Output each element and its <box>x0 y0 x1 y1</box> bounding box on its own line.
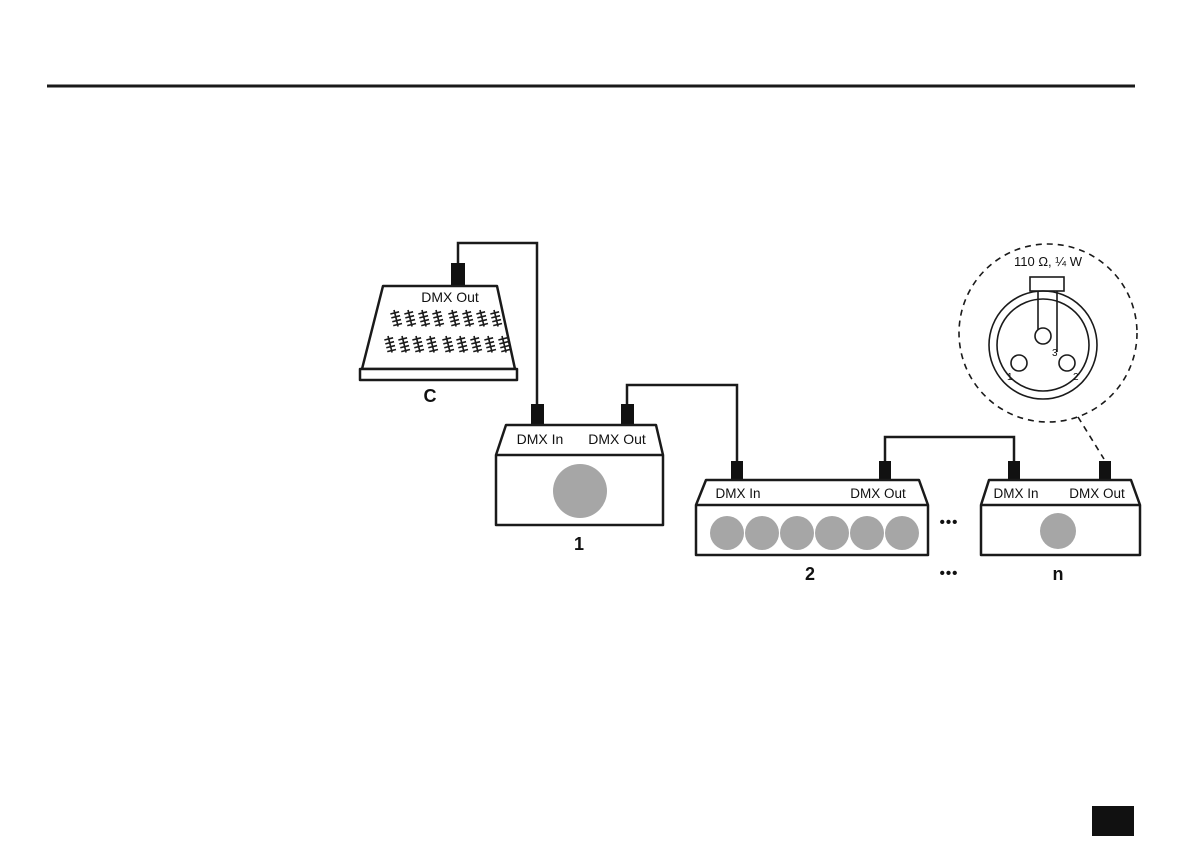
fixture2-label: 2 <box>805 564 815 584</box>
xlr-pin2-icon <box>1058 354 1076 372</box>
fixture1-lens-icon <box>553 464 607 518</box>
fixture2-lens-icons <box>710 516 919 550</box>
callout-leader-line <box>1077 416 1105 460</box>
xlr-pin3-label: 3 <box>1052 348 1058 359</box>
chain-ellipsis-bottom: ••• <box>940 565 959 582</box>
fixture1-dmx-in-connector <box>531 404 544 426</box>
fixtureN-dmx-out-label: DMX Out <box>1069 486 1125 501</box>
cable-fixture1-to-fixture2 <box>625 383 739 461</box>
fixtureN-lens-icon <box>1040 513 1076 549</box>
controller-base <box>358 367 519 382</box>
controller-dmx-out-connector <box>451 263 465 287</box>
fixtureN-dmx-in-label: DMX In <box>993 486 1038 501</box>
cable-fixture2-to-fixtureN <box>883 435 1016 461</box>
cable-controller-to-fixture1 <box>456 241 539 404</box>
fixtureN-label: n <box>1053 564 1064 584</box>
controller-label: C <box>424 386 437 406</box>
page-number-block <box>1092 806 1134 836</box>
chain-ellipsis-top: ••• <box>940 514 959 531</box>
fixtureN-dmx-out-connector <box>1099 461 1111 481</box>
xlr-pin3-icon <box>1034 327 1052 345</box>
fixture2-dmx-in-connector <box>731 461 743 481</box>
resistor-icon <box>1029 276 1065 292</box>
dmx-controller: DMX Out C <box>358 263 519 406</box>
fixture1-dmx-out-connector <box>621 404 634 426</box>
xlr-outer-ring <box>988 290 1098 400</box>
fixture1-label: 1 <box>574 534 584 554</box>
terminator-callout: 110 Ω, ¼ W 3 1 2 <box>958 243 1138 460</box>
callout-dashed-circle <box>958 243 1138 423</box>
fixture1-dmx-out-label: DMX Out <box>588 431 646 447</box>
fixtureN-dmx-in-connector <box>1008 461 1020 481</box>
fixture-n: DMX In DMX Out n <box>979 461 1142 584</box>
fixture-1: DMX In DMX Out 1 <box>494 404 665 554</box>
fixture1-dmx-in-label: DMX In <box>517 431 564 447</box>
fixture-2: DMX In DMX Out 2 <box>694 461 930 584</box>
xlr-inner-ring <box>996 298 1090 392</box>
fixture2-dmx-in-label: DMX In <box>715 486 760 501</box>
xlr-pin1-icon <box>1010 354 1028 372</box>
terminator-value-label: 110 Ω, ¼ W <box>1014 254 1083 269</box>
fixture2-dmx-out-connector <box>879 461 891 481</box>
xlr-pin2-label: 2 <box>1073 372 1079 383</box>
fixture2-dmx-out-label: DMX Out <box>850 486 906 501</box>
controller-dmx-out-label: DMX Out <box>421 289 479 305</box>
xlr-pin1-label: 1 <box>1007 372 1013 383</box>
